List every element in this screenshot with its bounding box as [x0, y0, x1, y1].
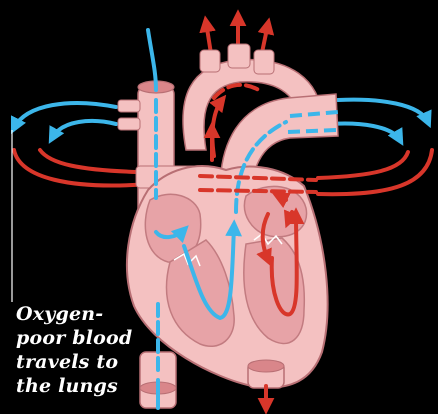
caption-line: Oxygen-: [16, 302, 136, 326]
caption-line: poor blood: [16, 326, 136, 350]
oxygen-poor-blood-caption: Oxygen- poor blood travels to the lungs: [16, 302, 136, 398]
left-inner-blue-loop: [52, 121, 116, 138]
right-outer-blue-loop: [338, 100, 428, 122]
left-inner-red-loop: [40, 150, 136, 172]
right-inner-red-loop: [318, 152, 408, 178]
caption-line: the lungs: [16, 374, 136, 398]
right-inner-blue-loop: [330, 124, 400, 140]
caption-line: travels to: [16, 350, 136, 374]
descending-aorta: [248, 360, 284, 388]
